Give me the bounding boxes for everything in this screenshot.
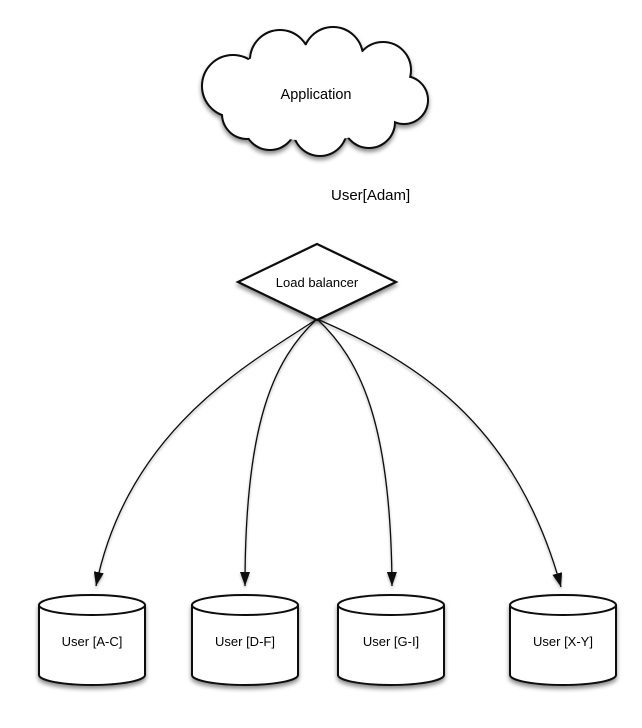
edge-lb-to-shard-3 [316,318,397,587]
application-label: Application [281,87,352,103]
node-shard-a-c: User [A-C] [38,594,146,686]
cylinder-shape [509,594,617,686]
diamond-shape [235,242,399,322]
edge-label-user-adam: User[Adam] [331,187,410,204]
node-shard-g-i: User [G-I] [337,594,445,686]
shard-a-c-label: User [A-C] [62,634,123,649]
shard-d-f-label: User [D-F] [215,634,275,649]
edge-lb-to-shard-4 [316,318,563,588]
node-shard-d-f: User [D-F] [191,594,299,686]
edge-lb-to-shard-2 [240,318,318,587]
node-application: Application [201,26,429,157]
edges-lb-to-shards [93,318,563,588]
shard-x-y-label: User [X-Y] [533,634,593,649]
edge-lb-to-shard-1 [93,318,318,587]
cylinder-shape [191,594,299,686]
shard-g-i-label: User [G-I] [363,634,419,649]
edge-app-to-lb: User[Adam] [312,156,410,242]
cylinder-shape [38,594,146,686]
node-shard-x-y: User [X-Y] [509,594,617,686]
cylinder-shape [337,594,445,686]
load-balancer-label: Load balancer [276,275,359,290]
cloud-shape [201,26,429,157]
node-load-balancer: Load balancer [235,242,399,322]
